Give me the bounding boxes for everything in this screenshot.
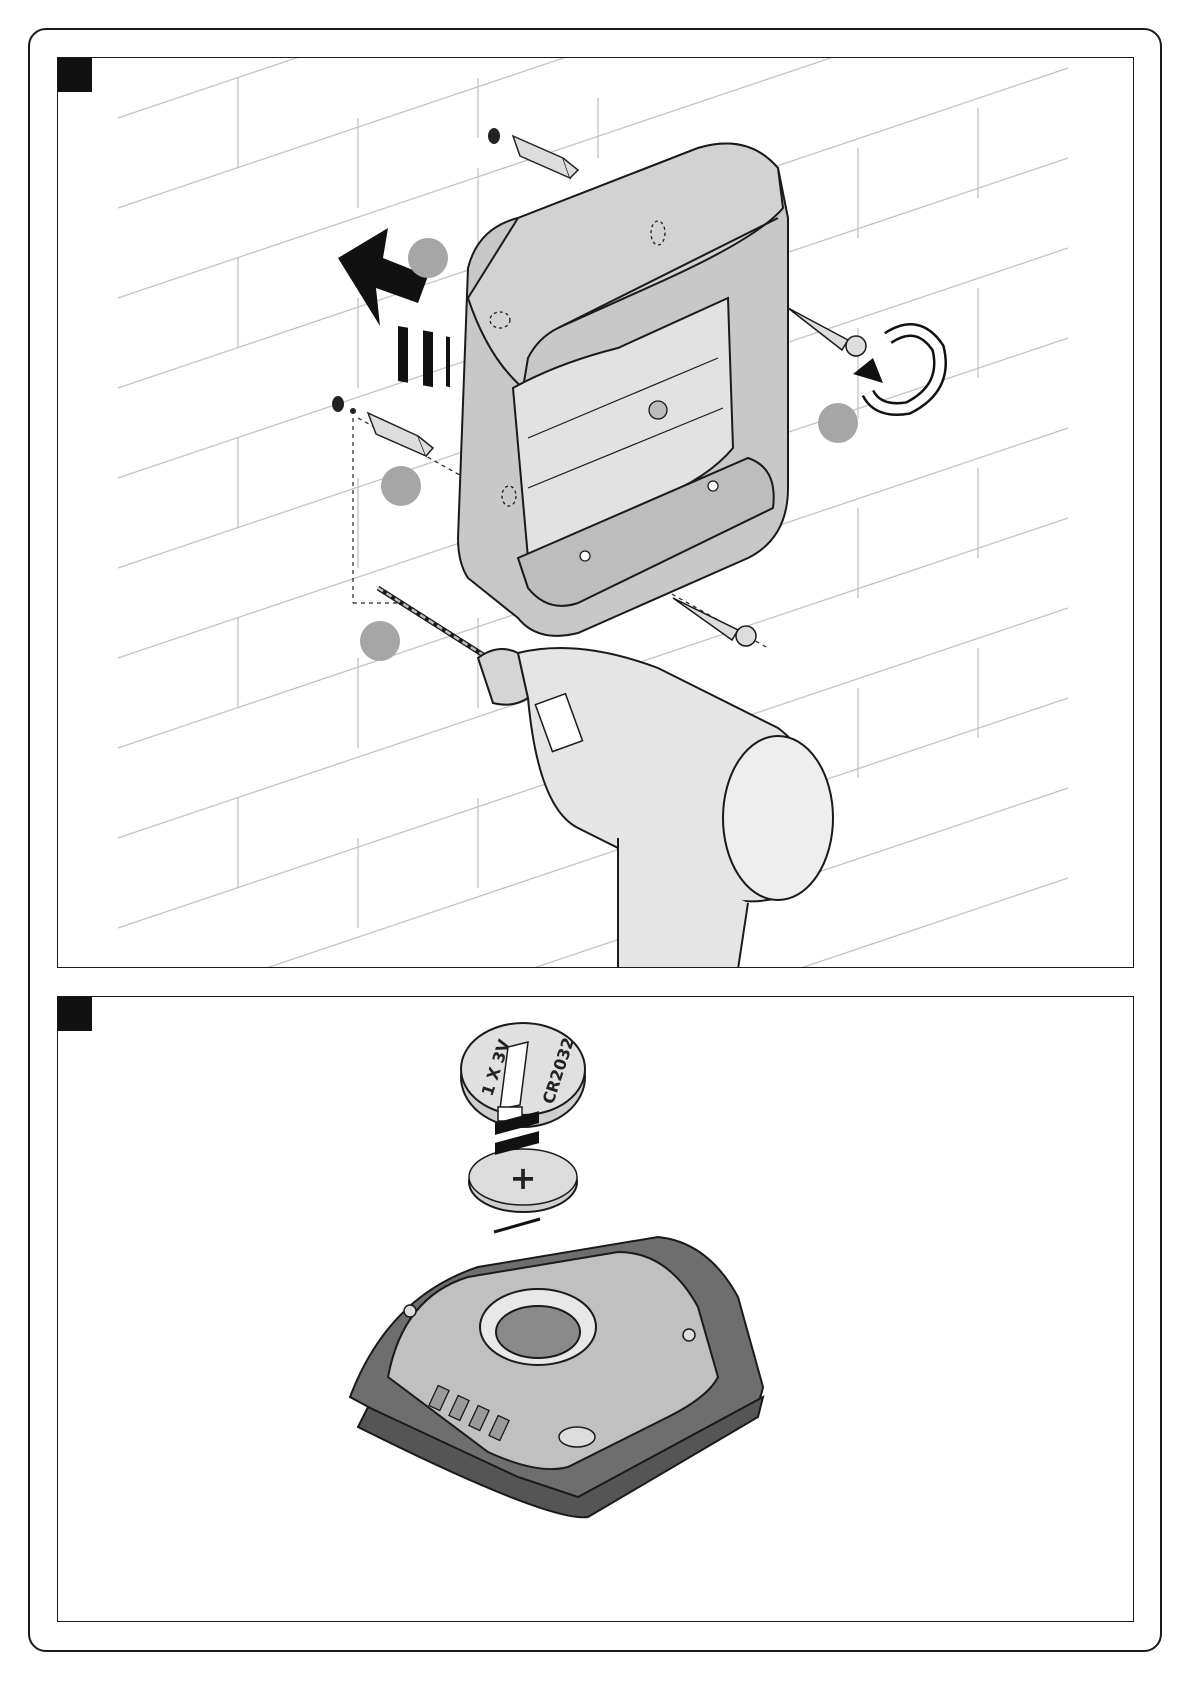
drill bbox=[378, 588, 833, 968]
callout-circle-4 bbox=[360, 621, 400, 661]
wall-mounting-panel bbox=[57, 57, 1134, 968]
wall-mounting-illustration bbox=[58, 58, 1134, 968]
rotate-arrow-icon bbox=[853, 330, 940, 409]
wall-hole-left bbox=[332, 396, 344, 412]
callout-circle-3 bbox=[381, 466, 421, 506]
wall-plug-left bbox=[368, 413, 433, 456]
sensor-base bbox=[350, 1237, 763, 1517]
wall-holder-housing bbox=[458, 144, 788, 636]
battery-replacement-illustration: 1 X 3V CR2032 + bbox=[58, 997, 1134, 1622]
screw-right bbox=[788, 308, 866, 356]
battery-polarity-label: + bbox=[510, 1159, 537, 1197]
wall-hole-top bbox=[488, 128, 500, 144]
battery-replacement-panel: 1 X 3V CR2032 + bbox=[57, 996, 1134, 1622]
callout-circle-2 bbox=[818, 403, 858, 443]
screw-bottom bbox=[673, 598, 756, 646]
wall-plug-top bbox=[513, 136, 578, 178]
callout-circle-1 bbox=[408, 238, 448, 278]
